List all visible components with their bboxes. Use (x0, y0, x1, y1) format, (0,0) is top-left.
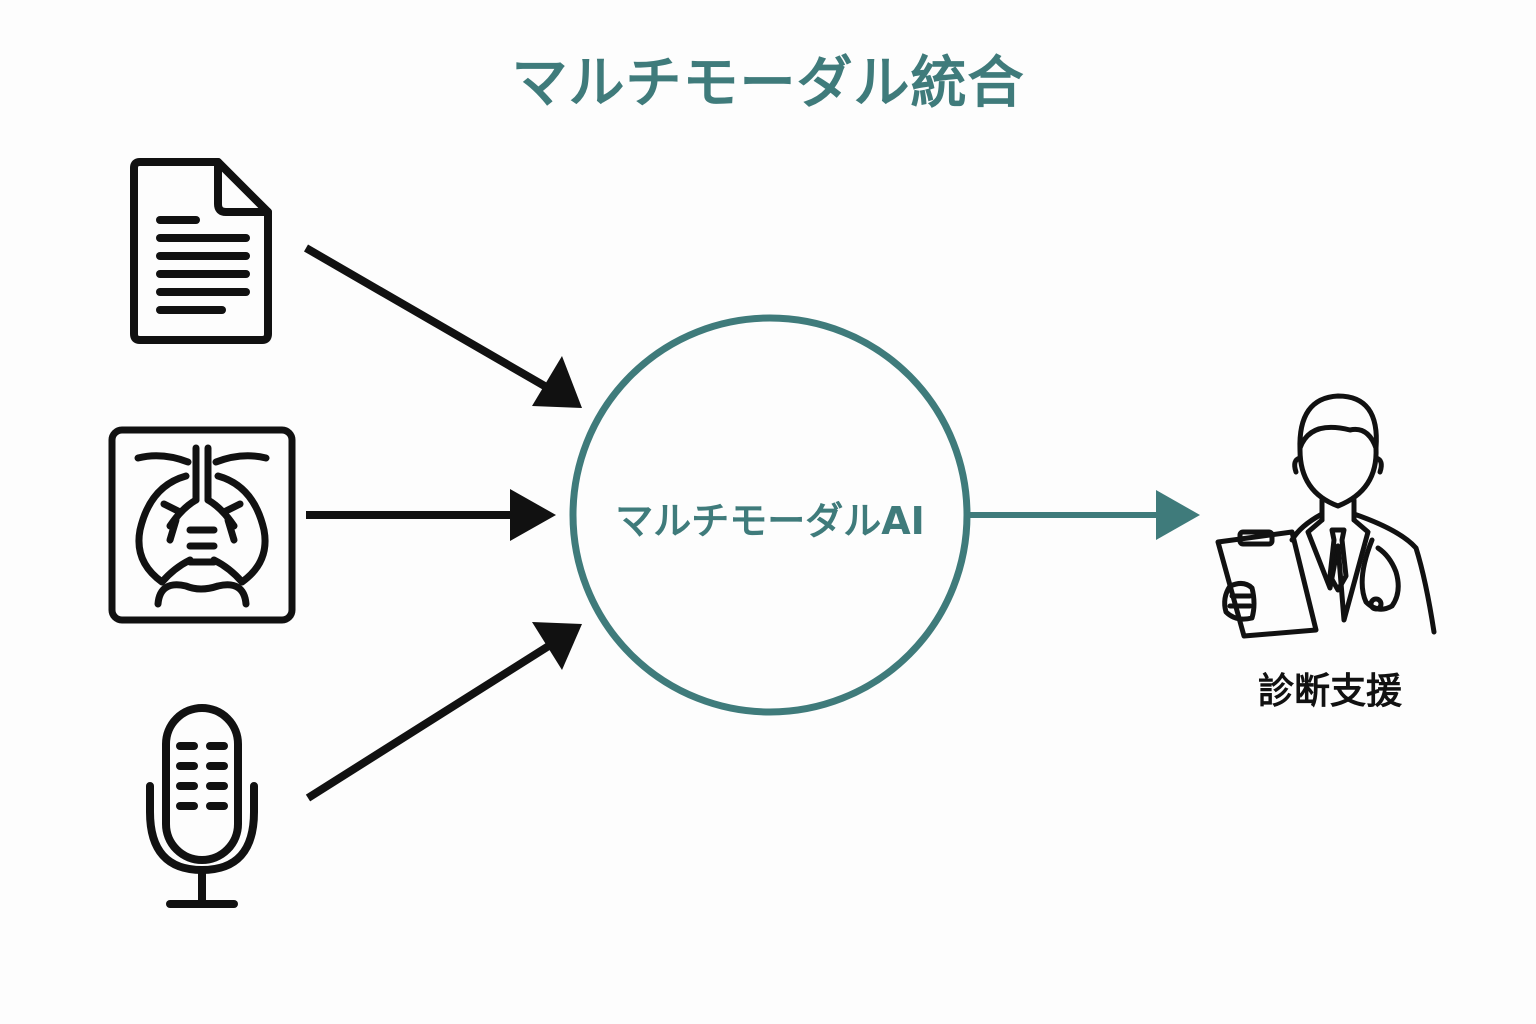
ai-node-circle (569, 314, 971, 716)
diagram-title: マルチモーダル統合 (511, 51, 1025, 116)
ai-node-label: マルチモーダルAI (615, 499, 925, 543)
arrow-ai-to-diagnosis (968, 490, 1200, 540)
document-icon (130, 158, 272, 344)
arrow-xray-to-ai (306, 489, 556, 541)
arrow-document-to-ai (303, 244, 582, 408)
chest-xray-icon (108, 426, 296, 624)
diagnosis-support-label: 診断支援 (1257, 671, 1402, 712)
microphone-icon (146, 704, 258, 908)
doctor-icon (1215, 393, 1437, 639)
arrow-audio-to-ai (305, 622, 582, 802)
